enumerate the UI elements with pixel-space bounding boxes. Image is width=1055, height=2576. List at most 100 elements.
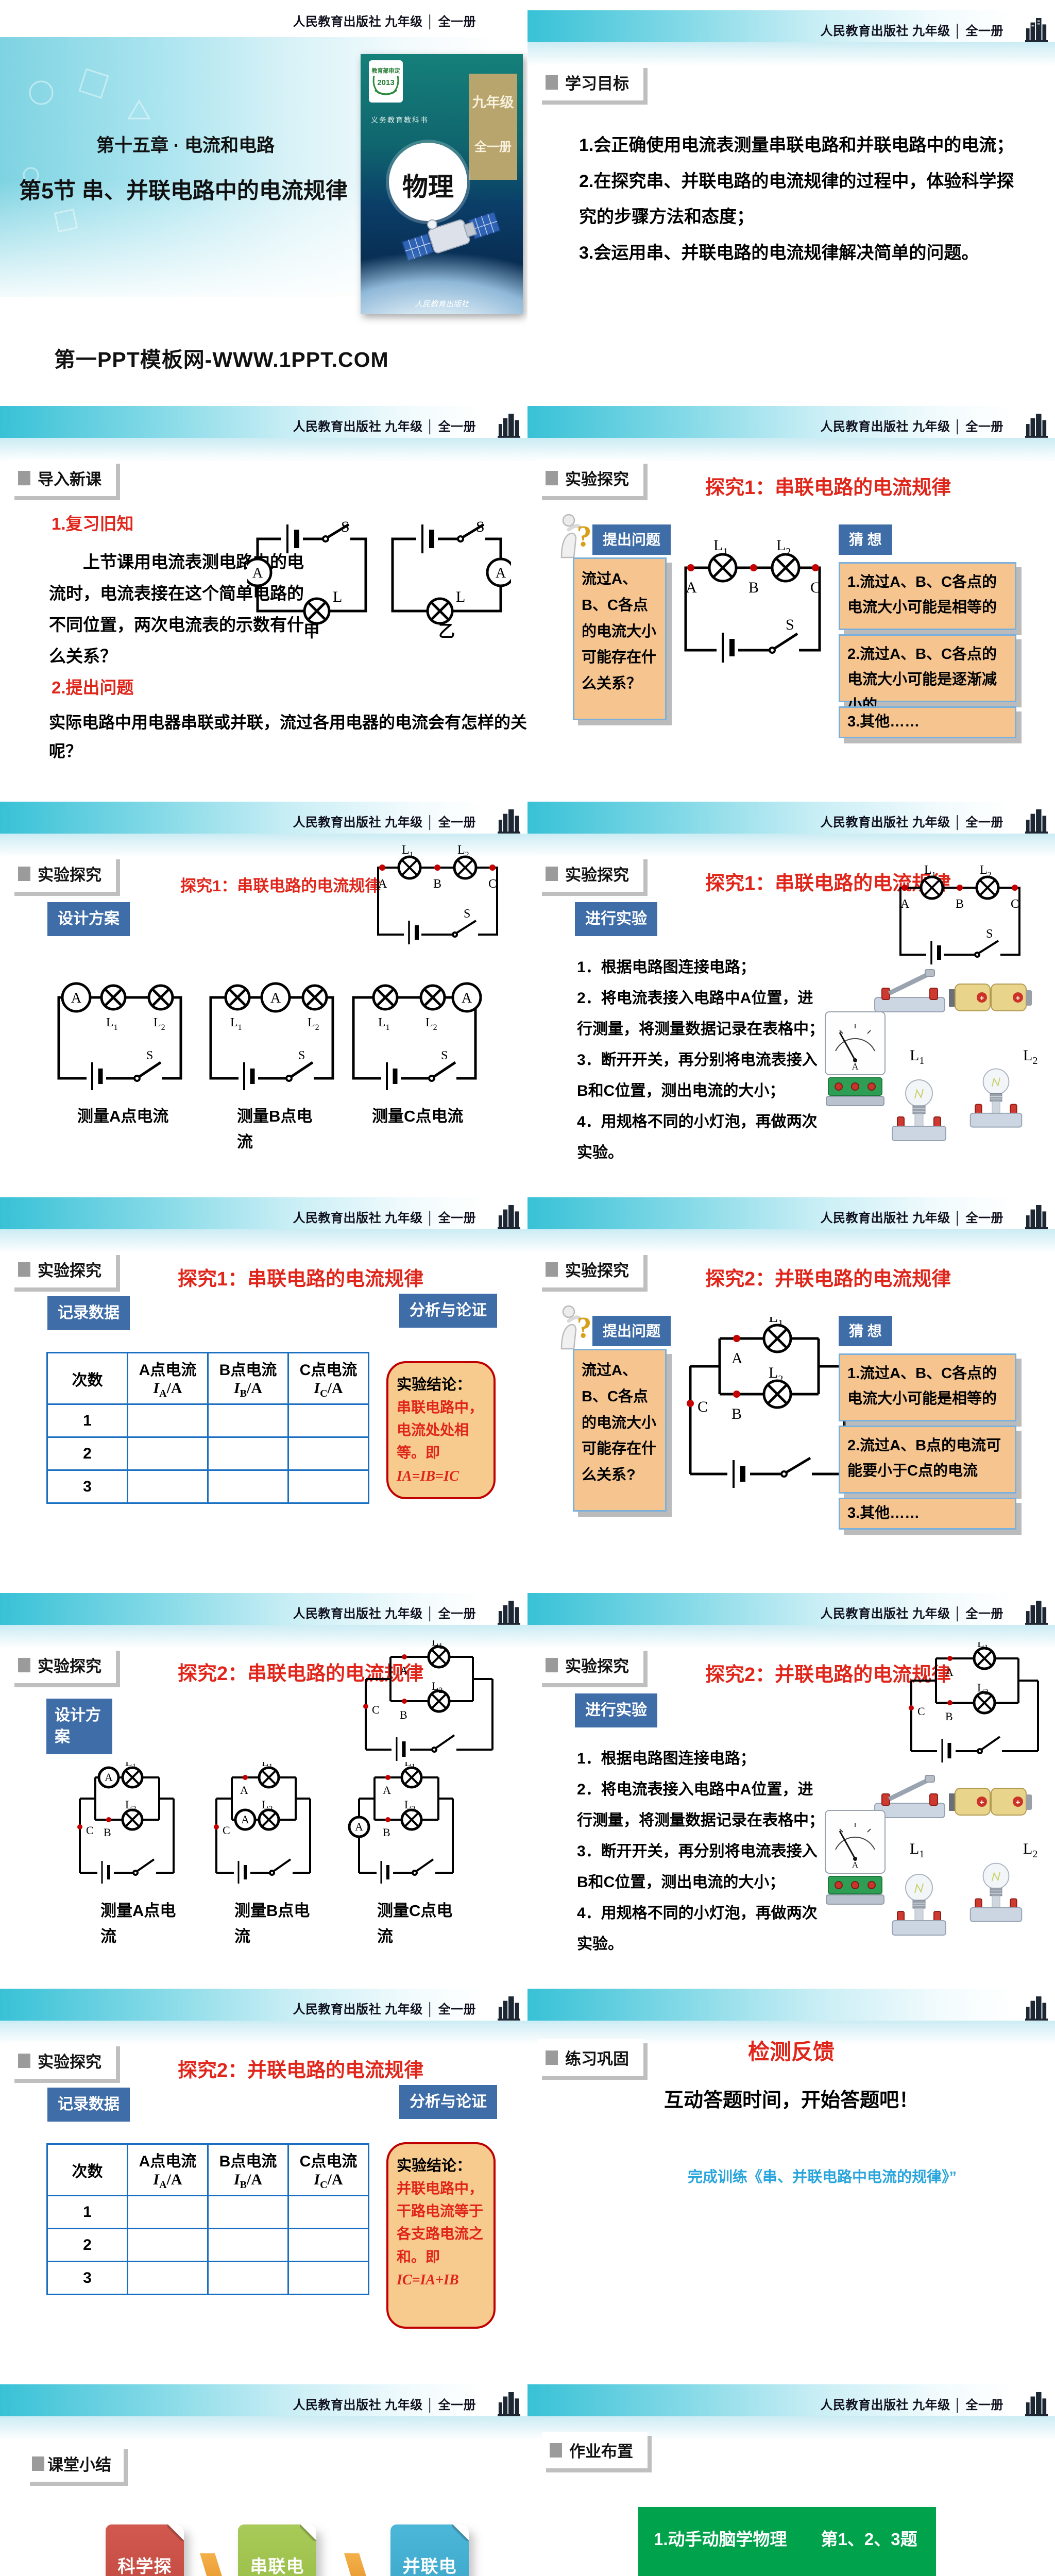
objectives-list: 1.会正确使用电流表测量串联电路和并联电路中的电流； 2.在探究串、并联电路的电… <box>579 128 1014 272</box>
flow-step-box: 串联电路的电流规律 <box>238 2524 316 2576</box>
table-row: 2 <box>46 1436 369 1471</box>
press-building-icon <box>1025 1996 1048 2021</box>
flow-step-box: 科学探究的步骤 <box>106 2524 184 2576</box>
guess-box: 2.流过A、B点的电流可能要小于C点的电流 <box>839 1426 1016 1494</box>
svg-text:B: B <box>731 1405 742 1422</box>
header-fade <box>0 438 528 462</box>
publisher-text: 人民教育出版社 九年级 │ 全一册 <box>820 2398 1003 2412</box>
cover-series-text: 义务教育教科书 <box>371 116 429 124</box>
review-heading: 1.复习旧知 <box>52 514 134 533</box>
svg-text:A: A <box>731 1350 743 1367</box>
table-row: 1 <box>46 1403 369 1438</box>
section-badge: 练习巩固 <box>538 2039 643 2076</box>
header-fade <box>528 42 1055 66</box>
svg-text:L1: L1 <box>713 538 728 557</box>
measure-c-circuit: A L1 L2 S <box>352 982 482 1090</box>
svg-text:A: A <box>241 1813 249 1826</box>
publisher-text: 人民教育出版社 九年级 │ 全一册 <box>820 816 1003 829</box>
knife-switch-photo <box>874 1775 945 1818</box>
table-row: 3 <box>46 2261 369 2295</box>
guess-box: 1.流过A、B、C各点的电流大小可能是相等的 <box>839 1353 1016 1421</box>
step-item: 4．用规格不同的小灯泡，再做两次实验。 <box>577 1905 818 1953</box>
empty-cell <box>127 2228 209 2262</box>
empty-cell <box>127 1436 209 1471</box>
svg-text:?: ? <box>577 1311 592 1344</box>
svg-text:C: C <box>917 1705 925 1718</box>
measure-a-circuit: A L1 L2 S <box>57 982 182 1090</box>
badge-label: 学习目标 <box>565 75 629 93</box>
empty-cell <box>287 1403 369 1438</box>
badge-label: 实验探究 <box>38 1262 101 1280</box>
slide-12-practice: 练习巩固 检测反馈 互动答题时间，开始答题吧！ 完成训练《串、并联电路中电流的规… <box>528 1978 1055 2374</box>
svg-text:B: B <box>400 1708 407 1721</box>
inquiry-title: 探究2：并联电路的电流规律 <box>705 1268 951 1290</box>
guess-label: 猜 想 <box>839 524 892 555</box>
step-item: 3．断开开关，再分别将电流表接入B和C位置，测出电流的大小； <box>577 1052 818 1099</box>
svg-text:C: C <box>372 1703 380 1716</box>
conclusion-label: 实验结论： <box>397 2158 472 2174</box>
svg-text:L1: L1 <box>432 1640 443 1651</box>
badge-square-icon <box>18 470 30 485</box>
measure-c-parallel-circuit: L1 L2 A B A <box>348 1762 454 1884</box>
empty-cell <box>287 2261 369 2295</box>
empty-cell <box>287 2228 369 2262</box>
design-label: 设计方案 <box>46 1699 112 1754</box>
cover-grade-box: 九年级 全一册 <box>469 74 517 180</box>
header-fade <box>0 834 528 857</box>
experiment-steps: 1．根据电路图连接电路； 2．将电流表接入电路中A位置，进行测量，将测量数据记录… <box>577 1743 824 1960</box>
empty-cell <box>207 2261 289 2295</box>
empty-cell <box>127 1469 209 1504</box>
inquiry-title: 探究2：并联电路的电流规律 <box>178 2060 424 2081</box>
press-building-icon <box>498 1600 520 1625</box>
slide-13-summary: 人民教育出版社 九年级 │ 全一册 课堂小结 科学探究的步骤 串联电路的电流规律… <box>0 2374 528 2576</box>
publisher-text: 人民教育出版社 九年级 │ 全一册 <box>820 24 1003 38</box>
circuit-caption: 测量C点电流 <box>372 1107 464 1125</box>
header-gradient-bar <box>0 406 528 438</box>
header-gradient-bar <box>528 1989 1055 2021</box>
lamp2-label: L2 <box>1023 1840 1038 1860</box>
conclusion-label: 实验结论： <box>397 1377 472 1393</box>
svg-text:A: A <box>900 897 910 911</box>
section-badge: 作业布置 <box>542 2432 648 2468</box>
svg-text:C: C <box>86 1824 94 1837</box>
svg-text:A: A <box>71 990 82 1006</box>
svg-text:A: A <box>240 1784 248 1797</box>
header-fade <box>528 834 1055 857</box>
publisher-text: 人民教育出版社 九年级 │ 全一册 <box>293 1607 476 1621</box>
guess-box: 1.流过A、B、C各点的电流大小可能是相等的 <box>839 562 1016 630</box>
press-building-icon <box>1025 2392 1048 2416</box>
section-badge: 实验探究 <box>538 855 643 892</box>
homework-item: 1.动手动脑学物理 第1、2、3题 <box>654 2530 917 2549</box>
press-building-icon <box>498 413 520 438</box>
svg-text:L2: L2 <box>457 844 469 859</box>
circuit-yi: S L A 乙 <box>391 518 511 639</box>
svg-text:+: + <box>1016 994 1020 1003</box>
circuit-caption: 测量C点电流 <box>377 1902 453 1945</box>
svg-text:B: B <box>104 1826 111 1839</box>
doodle-shapes <box>23 68 151 233</box>
feedback-title: 检测反馈 <box>747 2040 835 2064</box>
question-heading: 2.提出问题 <box>52 678 134 697</box>
header-gradient-bar <box>528 1593 1055 1625</box>
svg-text:L2: L2 <box>977 1681 988 1697</box>
slide-5-inquiry1-design: 人民教育出版社 九年级 │ 全一册 实验探究 探究1：串联电路的电流规律 设计方… <box>0 791 528 1187</box>
header-fade <box>0 2416 528 2440</box>
empty-cell <box>127 2195 209 2229</box>
inquiry-title: 探究1：串联电路的电流规律 <box>705 477 951 499</box>
section-badge: 课堂小结 <box>26 2445 124 2482</box>
header-fade <box>528 1625 1055 1649</box>
section-badge: 学习目标 <box>538 64 643 100</box>
lamp-stand-photo <box>892 1874 946 1936</box>
record-label: 记录数据 <box>47 1296 130 1330</box>
badge-label: 练习巩固 <box>565 2050 629 2068</box>
slide-1-title: 人民教育出版社 九年级 │ 全一册 第十五章 · 电流和电路 第5节 串、并联电… <box>0 0 528 396</box>
svg-text:L: L <box>333 588 342 605</box>
table-row: 3 <box>46 1469 369 1504</box>
question-person-icon: ? <box>560 514 592 558</box>
svg-text:L1: L1 <box>402 844 414 859</box>
header-fade <box>528 1229 1055 1253</box>
watermark-text: 第一PPT模板网-WWW.1PPT.COM <box>54 348 389 371</box>
question-paragraph: 实际电路中用电器串联或并联，流过各用电器的电流会有怎样的关系呢？ <box>49 713 528 760</box>
svg-text:+: + <box>980 1798 984 1807</box>
